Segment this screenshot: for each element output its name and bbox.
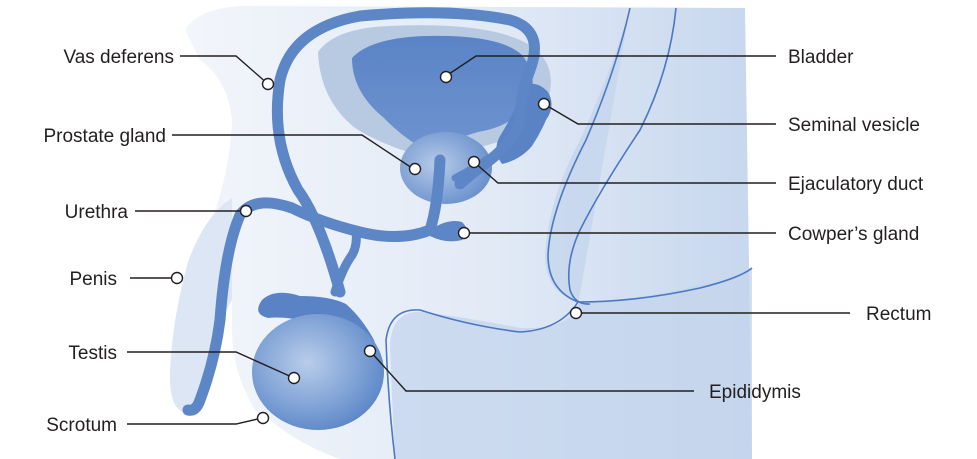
dot-ejaculatory-duct bbox=[467, 155, 481, 169]
leader-testis bbox=[127, 351, 295, 379]
label-bladder: Bladder bbox=[788, 47, 854, 68]
leader-scrotum bbox=[127, 417, 263, 425]
label-testis: Testis bbox=[68, 343, 117, 364]
label-rectum: Rectum bbox=[866, 304, 931, 325]
testis-shape bbox=[252, 314, 384, 430]
dot-seminal-vesicle bbox=[537, 97, 551, 111]
rectum-outline-outer bbox=[567, 7, 677, 305]
penis-shape bbox=[169, 198, 232, 413]
dot-cowpers-gland bbox=[457, 226, 471, 240]
label-prostate-gland: Prostate gland bbox=[43, 126, 166, 147]
epididymis-coil bbox=[330, 225, 361, 297]
dot-scrotum bbox=[256, 411, 270, 425]
label-ejaculatory-duct: Ejaculatory duct bbox=[788, 174, 924, 195]
dot-prostate-gland bbox=[408, 162, 422, 176]
leader-ejaculatory-duct bbox=[473, 161, 776, 184]
label-scrotum: Scrotum bbox=[46, 415, 117, 436]
dot-epididymis bbox=[363, 344, 377, 358]
dot-rectum bbox=[569, 306, 583, 320]
dot-testis bbox=[287, 371, 301, 385]
dot-vas-deferens bbox=[261, 77, 275, 91]
vas-deferens-tube bbox=[271, 7, 540, 298]
rectum-outline-lower bbox=[385, 301, 579, 459]
label-urethra: Urethra bbox=[65, 202, 129, 223]
bladder-shape bbox=[352, 35, 533, 152]
urethra-tube bbox=[182, 154, 446, 416]
cowpers-gland-shape bbox=[430, 221, 467, 242]
leader-bladder bbox=[445, 55, 776, 77]
leader-seminal-vesicle bbox=[543, 103, 776, 125]
prostate-shape bbox=[400, 132, 492, 204]
dot-urethra bbox=[239, 204, 253, 218]
label-vas-deferens: Vas deferens bbox=[63, 47, 174, 68]
dot-bladder bbox=[439, 70, 453, 84]
label-epididymis: Epididymis bbox=[709, 382, 801, 403]
label-cowpers-gland: Cowper’s gland bbox=[788, 224, 919, 245]
leader-vas-deferens bbox=[180, 55, 269, 85]
rectum-outline-inner bbox=[547, 7, 753, 303]
label-seminal-vesicle: Seminal vesicle bbox=[788, 115, 920, 136]
label-penis: Penis bbox=[69, 269, 117, 290]
dot-penis bbox=[170, 271, 184, 285]
leader-epididymis bbox=[369, 350, 694, 392]
leader-prostate-gland bbox=[172, 134, 413, 169]
